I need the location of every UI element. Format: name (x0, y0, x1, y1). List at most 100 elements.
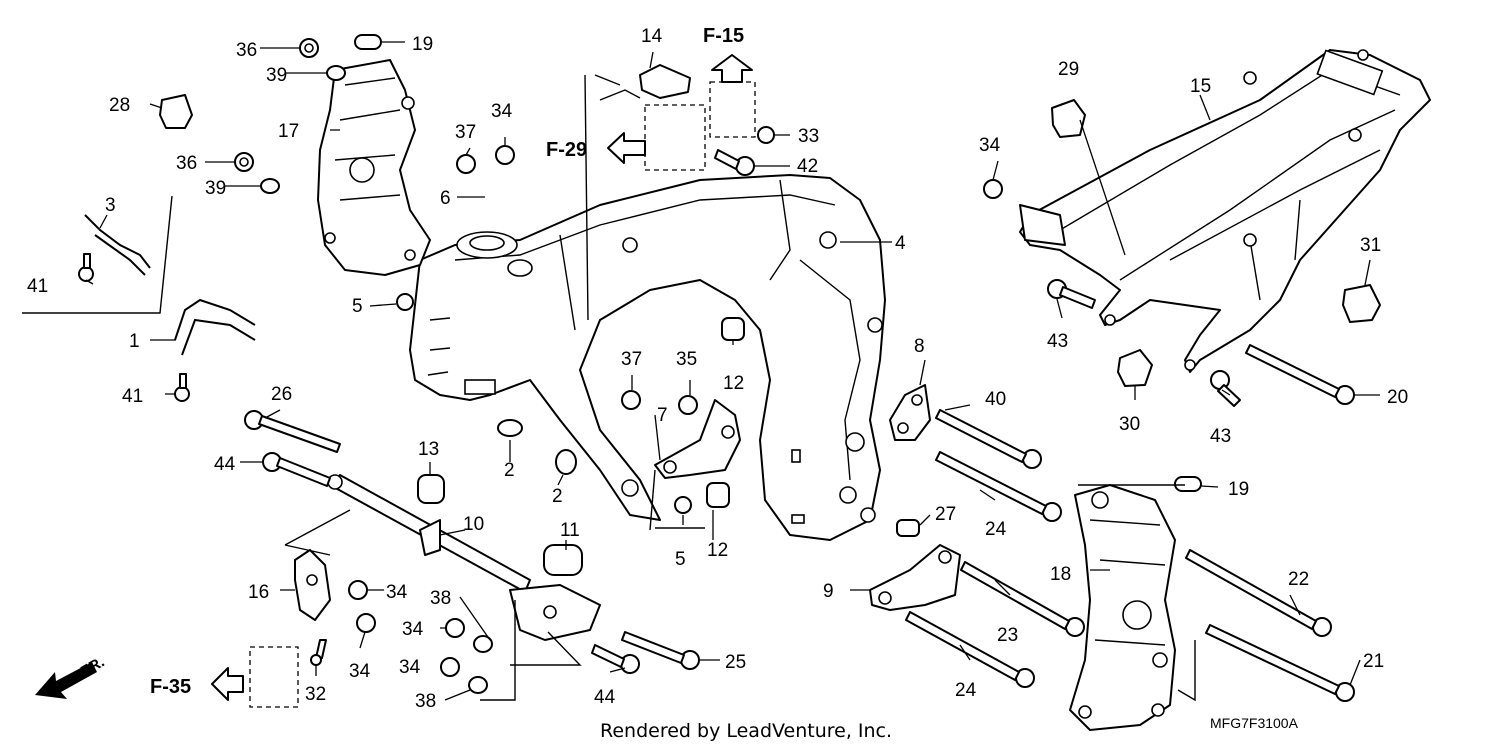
clamp-part-31[interactable] (1342, 284, 1381, 323)
collar-part-12-lower[interactable] (706, 482, 730, 508)
bracket-part-18[interactable] (1069, 484, 1176, 731)
front-direction-arrow-icon (35, 662, 97, 699)
screw-part-32[interactable] (310, 639, 327, 666)
bolt-part-25[interactable] (621, 631, 700, 670)
credit-text: Rendered by LeadVenture, Inc. (600, 720, 892, 742)
callout-30: 30 (1119, 414, 1140, 435)
grommet-part-19-upper[interactable] (354, 34, 382, 50)
callout-24: 24 (985, 519, 1007, 540)
nut-part-34-b[interactable] (983, 179, 1003, 199)
clamp-part-28[interactable] (159, 94, 193, 129)
nut-part-34-d[interactable] (356, 613, 376, 633)
nut-part-36-upper[interactable] (299, 38, 319, 58)
bolt-part-24-upper[interactable] (935, 451, 1062, 522)
bolt-part-24-lower[interactable] (905, 611, 1035, 688)
cable-guide-part-3[interactable] (84, 214, 151, 276)
bolt-part-40[interactable] (935, 409, 1042, 469)
callout-31: 31 (1360, 235, 1381, 256)
bolt-part-43-upper[interactable] (1047, 279, 1096, 309)
bolt-part-5-lower[interactable] (674, 496, 692, 514)
callout-18: 18 (1050, 564, 1071, 585)
callout-36: 36 (236, 40, 257, 61)
callout-21: 21 (1363, 651, 1384, 672)
washer-part-39-lower[interactable] (260, 178, 280, 194)
grommet-part-2-lower[interactable] (555, 449, 577, 475)
reference-f35: F-35 (150, 676, 191, 698)
nut-part-33[interactable] (757, 126, 775, 144)
callout-14: 14 (641, 26, 663, 47)
callout-41: 41 (122, 386, 143, 407)
callout-2: 2 (552, 486, 563, 507)
main-frame-part-4[interactable] (409, 174, 886, 541)
bracket-part-17[interactable] (317, 59, 431, 276)
nut-part-37-upper[interactable] (456, 154, 476, 174)
nut-part-35[interactable] (678, 395, 698, 415)
nut-part-34-e[interactable] (445, 618, 465, 638)
plate-part-8[interactable] (889, 384, 931, 441)
callout-34: 34 (349, 661, 371, 682)
callout-19: 19 (1228, 479, 1249, 500)
callout-12: 12 (707, 540, 728, 561)
reference-boxes (22, 74, 1196, 708)
washer-part-38-lower[interactable] (468, 676, 488, 694)
plate-part-7[interactable] (654, 399, 741, 479)
grommet-part-19-lower[interactable] (1174, 476, 1202, 492)
rear-sub-frame-part-15[interactable] (1019, 49, 1431, 373)
leader-lines (85, 41, 1380, 701)
nut-part-37-lower[interactable] (621, 390, 641, 410)
long-bolt-part-26[interactable] (244, 410, 341, 453)
callout-1: 1 (129, 331, 140, 352)
bolt-part-44-upper[interactable] (262, 452, 331, 487)
bolt-part-44-lower[interactable] (591, 644, 640, 674)
callout-20: 20 (1387, 387, 1408, 408)
bolt-part-43-lower[interactable] (1210, 370, 1241, 407)
callout-34: 34 (491, 101, 513, 122)
clamp-part-29[interactable] (1051, 99, 1086, 138)
bolt-part-20[interactable] (1245, 344, 1355, 405)
bolt-part-23[interactable] (960, 561, 1085, 637)
callout-43: 43 (1210, 426, 1231, 447)
plate-part-9[interactable] (869, 544, 961, 611)
nut-part-34-c[interactable] (348, 580, 368, 600)
collar-part-13[interactable] (417, 474, 445, 504)
nut-part-34-f[interactable] (440, 657, 460, 677)
bolt-part-22[interactable] (1185, 549, 1332, 637)
grommet-part-2-upper[interactable] (497, 419, 523, 437)
callout-29: 29 (1058, 59, 1079, 80)
callout-32: 32 (305, 684, 326, 705)
callout-16: 16 (248, 582, 269, 603)
callout-34: 34 (386, 582, 408, 603)
cross-pipe-part-10[interactable] (327, 474, 601, 641)
callout-41: 41 (27, 276, 48, 297)
bracket-part-16[interactable] (294, 549, 331, 621)
nut-part-36-lower[interactable] (234, 152, 254, 172)
reference-f15: F-15 (703, 25, 744, 47)
nut-part-34-a[interactable] (495, 145, 515, 165)
clamp-part-30[interactable] (1117, 349, 1153, 387)
collar-part-12-upper[interactable] (721, 317, 745, 341)
callout-6: 6 (440, 188, 451, 209)
bolt-part-41-lower[interactable] (174, 373, 190, 402)
collar-part-27[interactable] (896, 519, 920, 537)
callout-7: 7 (657, 405, 668, 426)
callout-2: 2 (504, 460, 515, 481)
washer-part-38-upper[interactable] (473, 635, 493, 653)
callout-44: 44 (594, 687, 616, 708)
callout-3: 3 (105, 195, 116, 216)
bolt-part-5-upper[interactable] (396, 293, 414, 311)
washer-part-39-upper[interactable] (326, 65, 346, 81)
callout-39: 39 (205, 178, 226, 199)
callout-28: 28 (109, 95, 130, 116)
cable-guide-part-1[interactable] (174, 298, 256, 356)
bushing-part-11[interactable] (543, 544, 583, 576)
bracket-part-14[interactable] (599, 64, 691, 101)
bolt-part-21[interactable] (1205, 624, 1355, 702)
callout-38: 38 (415, 691, 436, 712)
callout-15: 15 (1190, 76, 1211, 97)
callout-24: 24 (955, 680, 977, 701)
callout-5: 5 (675, 549, 686, 570)
bolt-part-42[interactable] (714, 149, 755, 176)
callout-33: 33 (798, 126, 819, 147)
callout-38: 38 (430, 588, 451, 609)
bolt-part-41-upper[interactable] (78, 253, 94, 282)
